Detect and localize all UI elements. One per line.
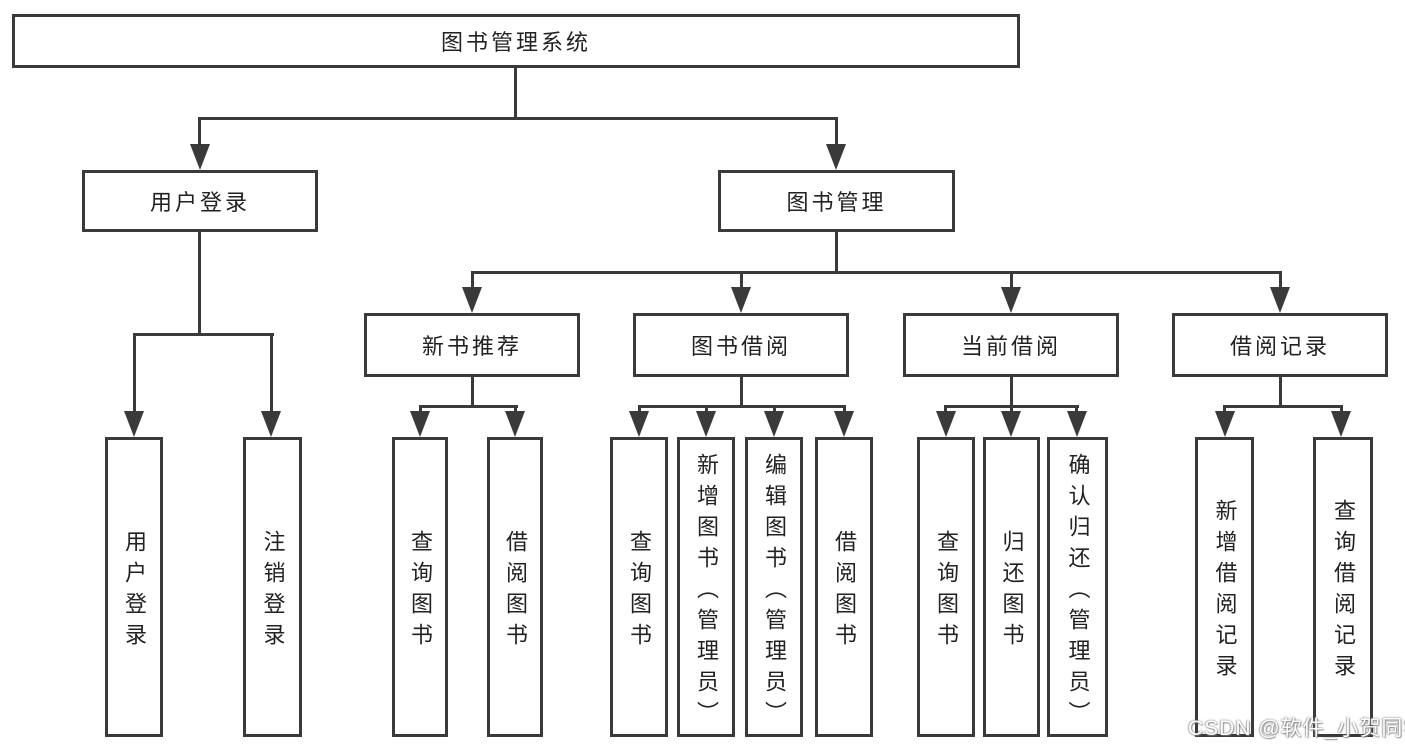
connector-bar	[419, 405, 518, 408]
arrow-down-icon	[1215, 411, 1235, 437]
connector-riser	[198, 232, 201, 335]
connector-stub	[471, 273, 474, 289]
node-label: 新增借阅记录	[1212, 499, 1238, 685]
node-current-borrow: 当前借阅	[903, 313, 1119, 377]
watermark: CSDN @软件_小贺同学	[1188, 717, 1405, 740]
node-leaf-return-books: 归还图书	[983, 437, 1040, 737]
node-user-login: 用户登录	[82, 170, 318, 232]
arrow-down-icon	[505, 411, 525, 437]
connector-stub	[1340, 407, 1343, 413]
node-leaf-query-books-current: 查询图书	[917, 437, 975, 737]
connector-stub	[514, 407, 517, 413]
node-leaf-query-borrow-record: 查询借阅记录	[1313, 437, 1373, 737]
node-leaf-logout: 注销登录	[243, 437, 302, 737]
node-leaf-user-login: 用户登录	[105, 437, 163, 737]
arrow-down-icon	[1331, 411, 1351, 437]
node-book-management: 图书管理	[718, 170, 955, 232]
node-label: 图书管理系统	[440, 30, 591, 55]
node-label: 归还图书	[999, 530, 1025, 654]
node-label: 查询图书	[627, 530, 652, 654]
arrow-down-icon	[936, 411, 956, 437]
connector-stub	[638, 407, 641, 413]
connector-riser	[1010, 377, 1013, 407]
node-label: 确认归还（管理员）	[1065, 452, 1091, 732]
connector-stub	[705, 407, 708, 413]
connector-stub	[1279, 273, 1282, 289]
arrow-down-icon	[696, 411, 716, 437]
node-label: 借阅图书	[832, 530, 857, 654]
connector-riser	[1279, 377, 1282, 407]
arrow-down-icon	[1001, 287, 1021, 313]
connector-stub	[198, 119, 201, 148]
arrow-down-icon	[1001, 411, 1021, 437]
arrow-down-icon	[834, 411, 854, 437]
connector-stub	[740, 273, 743, 289]
arrow-down-icon	[124, 411, 144, 437]
arrow-down-icon	[1270, 287, 1290, 313]
node-leaf-confirm-return-admin: 确认归还（管理员）	[1047, 437, 1108, 737]
connector-stub	[944, 407, 947, 413]
connector-stub	[1010, 407, 1013, 413]
node-label: 借阅记录	[1229, 334, 1330, 359]
connector-stub	[133, 335, 136, 413]
node-leaf-borrow-books-recommend: 借阅图书	[487, 437, 543, 737]
connector-stub	[1223, 407, 1226, 413]
connector-stub	[843, 407, 846, 413]
node-leaf-add-borrow-record: 新增借阅记录	[1195, 437, 1254, 737]
arrow-down-icon	[410, 411, 430, 437]
arrow-down-icon	[1067, 411, 1087, 437]
arrow-down-icon	[764, 411, 784, 437]
node-new-book-recommend: 新书推荐	[364, 313, 580, 377]
node-label: 注销登录	[260, 530, 286, 654]
connector-bar	[638, 405, 846, 408]
node-label: 图书借阅	[690, 334, 791, 359]
node-library-system: 图书管理系统	[12, 14, 1020, 68]
node-book-borrow: 图书借阅	[633, 313, 849, 377]
node-leaf-query-books-borrow: 查询图书	[610, 437, 668, 737]
arrow-down-icon	[462, 287, 482, 313]
node-leaf-query-books-recommend: 查询图书	[392, 437, 448, 737]
arrow-down-icon	[190, 144, 210, 170]
node-label: 用户登录	[122, 530, 147, 654]
node-label: 当前借阅	[960, 334, 1061, 359]
node-borrow-records: 借阅记录	[1172, 313, 1388, 377]
connector-bar	[133, 333, 274, 336]
connector-riser	[740, 377, 743, 407]
connector-riser	[835, 232, 838, 273]
node-label: 借阅图书	[503, 530, 528, 654]
arrow-down-icon	[261, 411, 281, 437]
arrow-down-icon	[731, 287, 751, 313]
connector-bar	[198, 117, 838, 120]
arrow-down-icon	[826, 144, 846, 170]
connector-stub	[1075, 407, 1078, 413]
connector-stub	[1010, 273, 1013, 289]
node-label: 图书管理	[786, 190, 887, 215]
connector-stub	[773, 407, 776, 413]
node-label: 编辑图书（管理员）	[762, 452, 787, 732]
node-label: 查询借阅记录	[1331, 499, 1356, 685]
node-label: 查询图书	[408, 530, 433, 654]
connector-stub	[270, 335, 273, 413]
connector-bar	[944, 405, 1079, 408]
node-label: 新增图书（管理员）	[694, 452, 719, 732]
connector-bar	[1223, 405, 1343, 408]
node-label: 用户登录	[149, 190, 250, 215]
node-leaf-edit-book-admin: 编辑图书（管理员）	[745, 437, 803, 737]
connector-stub	[419, 407, 422, 413]
node-label: 新书推荐	[421, 334, 522, 359]
node-label: 查询图书	[934, 530, 959, 654]
node-leaf-add-book-admin: 新增图书（管理员）	[677, 437, 735, 737]
arrow-down-icon	[629, 411, 649, 437]
connector-riser	[471, 377, 474, 407]
connector-bar	[471, 271, 1282, 274]
connector-stub	[835, 119, 838, 148]
node-leaf-borrow-books: 借阅图书	[815, 437, 873, 737]
connector-riser	[514, 68, 517, 119]
